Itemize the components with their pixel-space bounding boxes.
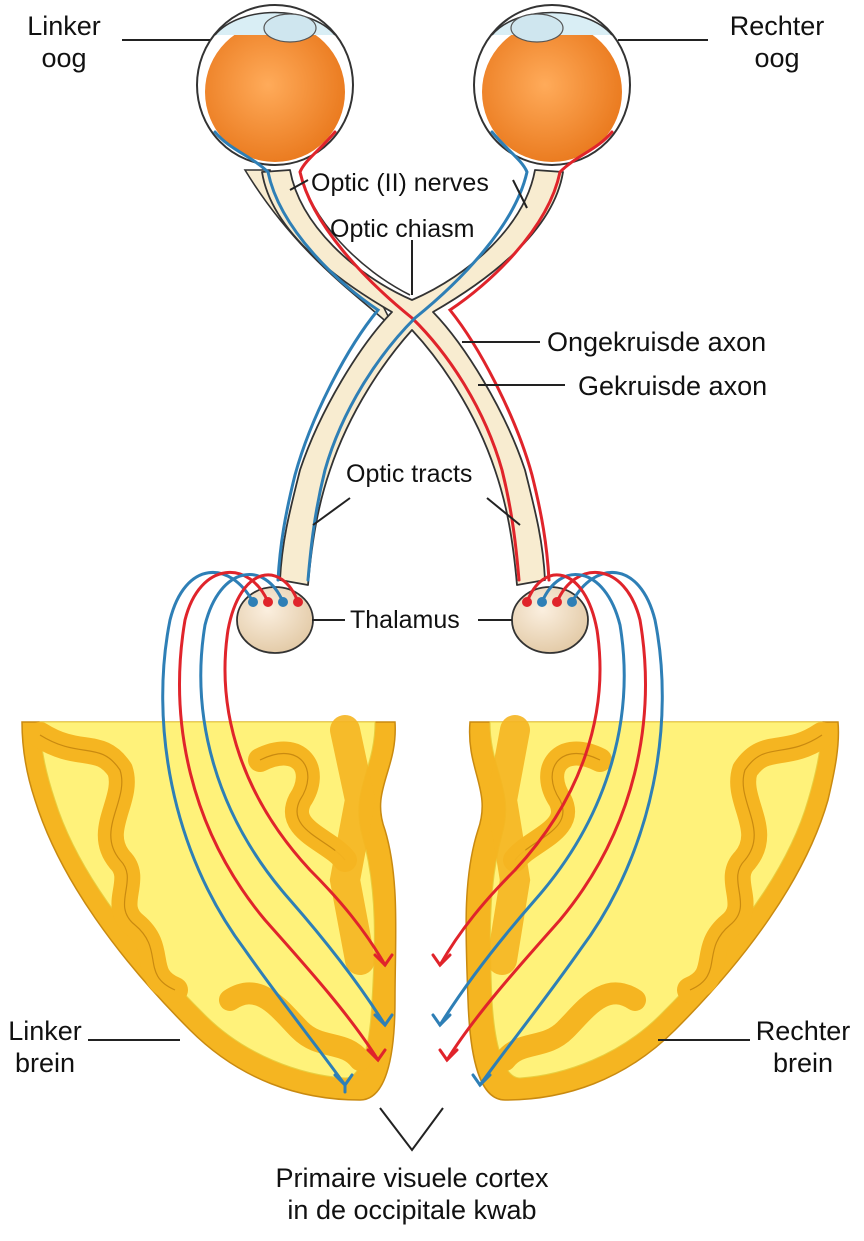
left-eye xyxy=(197,5,353,168)
label-optic-chiasm: Optic chiasm xyxy=(330,213,474,245)
leader-visual-cortex xyxy=(380,1108,443,1150)
label-thalamus: Thalamus xyxy=(350,604,460,636)
label-left-brain-line2: brein xyxy=(0,1047,90,1079)
label-left-eye-line2: oog xyxy=(14,42,114,74)
label-left-brain: Linker brein xyxy=(0,1015,90,1079)
label-right-brain: Rechter brein xyxy=(748,1015,858,1079)
label-left-brain-line1: Linker xyxy=(0,1015,90,1047)
label-visual-cortex: Primaire visuele cortex in de occipitale… xyxy=(232,1162,592,1226)
label-visual-cortex-line1: Primaire visuele cortex xyxy=(232,1162,592,1194)
label-right-eye-line1: Rechter xyxy=(712,10,842,42)
label-visual-cortex-line2: in de occipitale kwab xyxy=(232,1194,592,1226)
label-left-eye: Linker oog xyxy=(14,10,114,74)
label-uncrossed-axon: Ongekruisde axon xyxy=(547,326,766,358)
label-right-eye: Rechter oog xyxy=(712,10,842,74)
label-left-eye-line1: Linker xyxy=(14,10,114,42)
label-crossed-axon: Gekruisde axon xyxy=(578,370,767,402)
right-eye xyxy=(474,5,630,165)
label-optic-tracts: Optic tracts xyxy=(346,458,472,490)
label-right-brain-line1: Rechter xyxy=(748,1015,858,1047)
label-right-eye-line2: oog xyxy=(712,42,842,74)
label-optic-nerves: Optic (II) nerves xyxy=(311,167,489,199)
left-eye-crossed-fiber xyxy=(300,132,519,580)
label-right-brain-line2: brein xyxy=(748,1047,858,1079)
right-eye-crossed-fiber xyxy=(308,132,527,580)
